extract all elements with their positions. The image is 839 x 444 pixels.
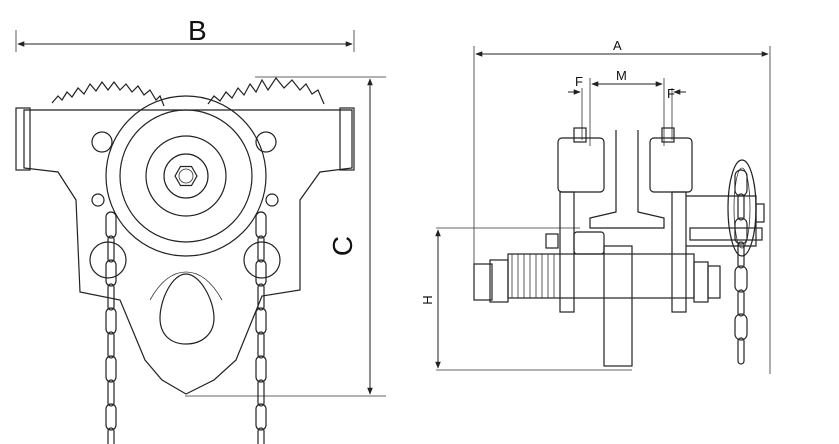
wheel-right-top (661, 127, 675, 143)
bolt-hole (91, 193, 105, 207)
wheel-rim (119, 109, 253, 243)
hand-chain-side (734, 169, 748, 365)
hand-wheel-inner (733, 167, 751, 249)
bolt-hole (255, 131, 277, 153)
i-beam (589, 130, 665, 229)
suspension-eye (159, 273, 215, 345)
dim-m-label: M (616, 68, 627, 83)
dim-f-right-label: F (667, 86, 675, 101)
shaft-nut (755, 203, 765, 223)
bolt-hole (91, 131, 113, 153)
dim-b-label: B (188, 15, 207, 46)
dim-c-label: C (327, 236, 358, 256)
front-view: B C (15, 15, 386, 444)
wheel-left (557, 137, 605, 193)
side-plate-right (671, 191, 687, 313)
small-nut (545, 233, 559, 249)
end-nut-right-outer (707, 265, 721, 299)
hand-chain-left (105, 211, 117, 444)
dim-a-label: A (613, 38, 622, 53)
end-nut-left-outer (473, 263, 493, 301)
wheel-hub (163, 153, 209, 199)
dim-h-label: H (420, 295, 435, 304)
wheel-inner (145, 135, 227, 217)
wheel-right (649, 137, 693, 193)
load-bar (603, 245, 633, 367)
side-view: A M F F H (420, 38, 771, 374)
gear-housing (686, 195, 757, 247)
right-flange-block (339, 107, 355, 171)
small-block (573, 231, 605, 255)
shaft-threads (511, 254, 555, 298)
hanger-bar (689, 227, 763, 241)
wheel-outer (105, 95, 267, 257)
right-gear (207, 76, 325, 105)
nut-bore (178, 168, 194, 184)
side-plate (23, 109, 353, 395)
eye-arc (149, 271, 223, 301)
left-gear (51, 80, 165, 107)
wheel-left-top (573, 127, 587, 143)
hand-chain-right (255, 211, 267, 444)
chain-guide-right (243, 241, 281, 279)
end-nut-right (693, 261, 709, 303)
side-plate-left (559, 191, 575, 313)
dim-f-left-label: F (575, 74, 583, 89)
end-nut-left (489, 259, 509, 303)
bolt-hole (265, 193, 279, 207)
left-flange-block (15, 107, 31, 171)
hex-nut (174, 165, 198, 187)
